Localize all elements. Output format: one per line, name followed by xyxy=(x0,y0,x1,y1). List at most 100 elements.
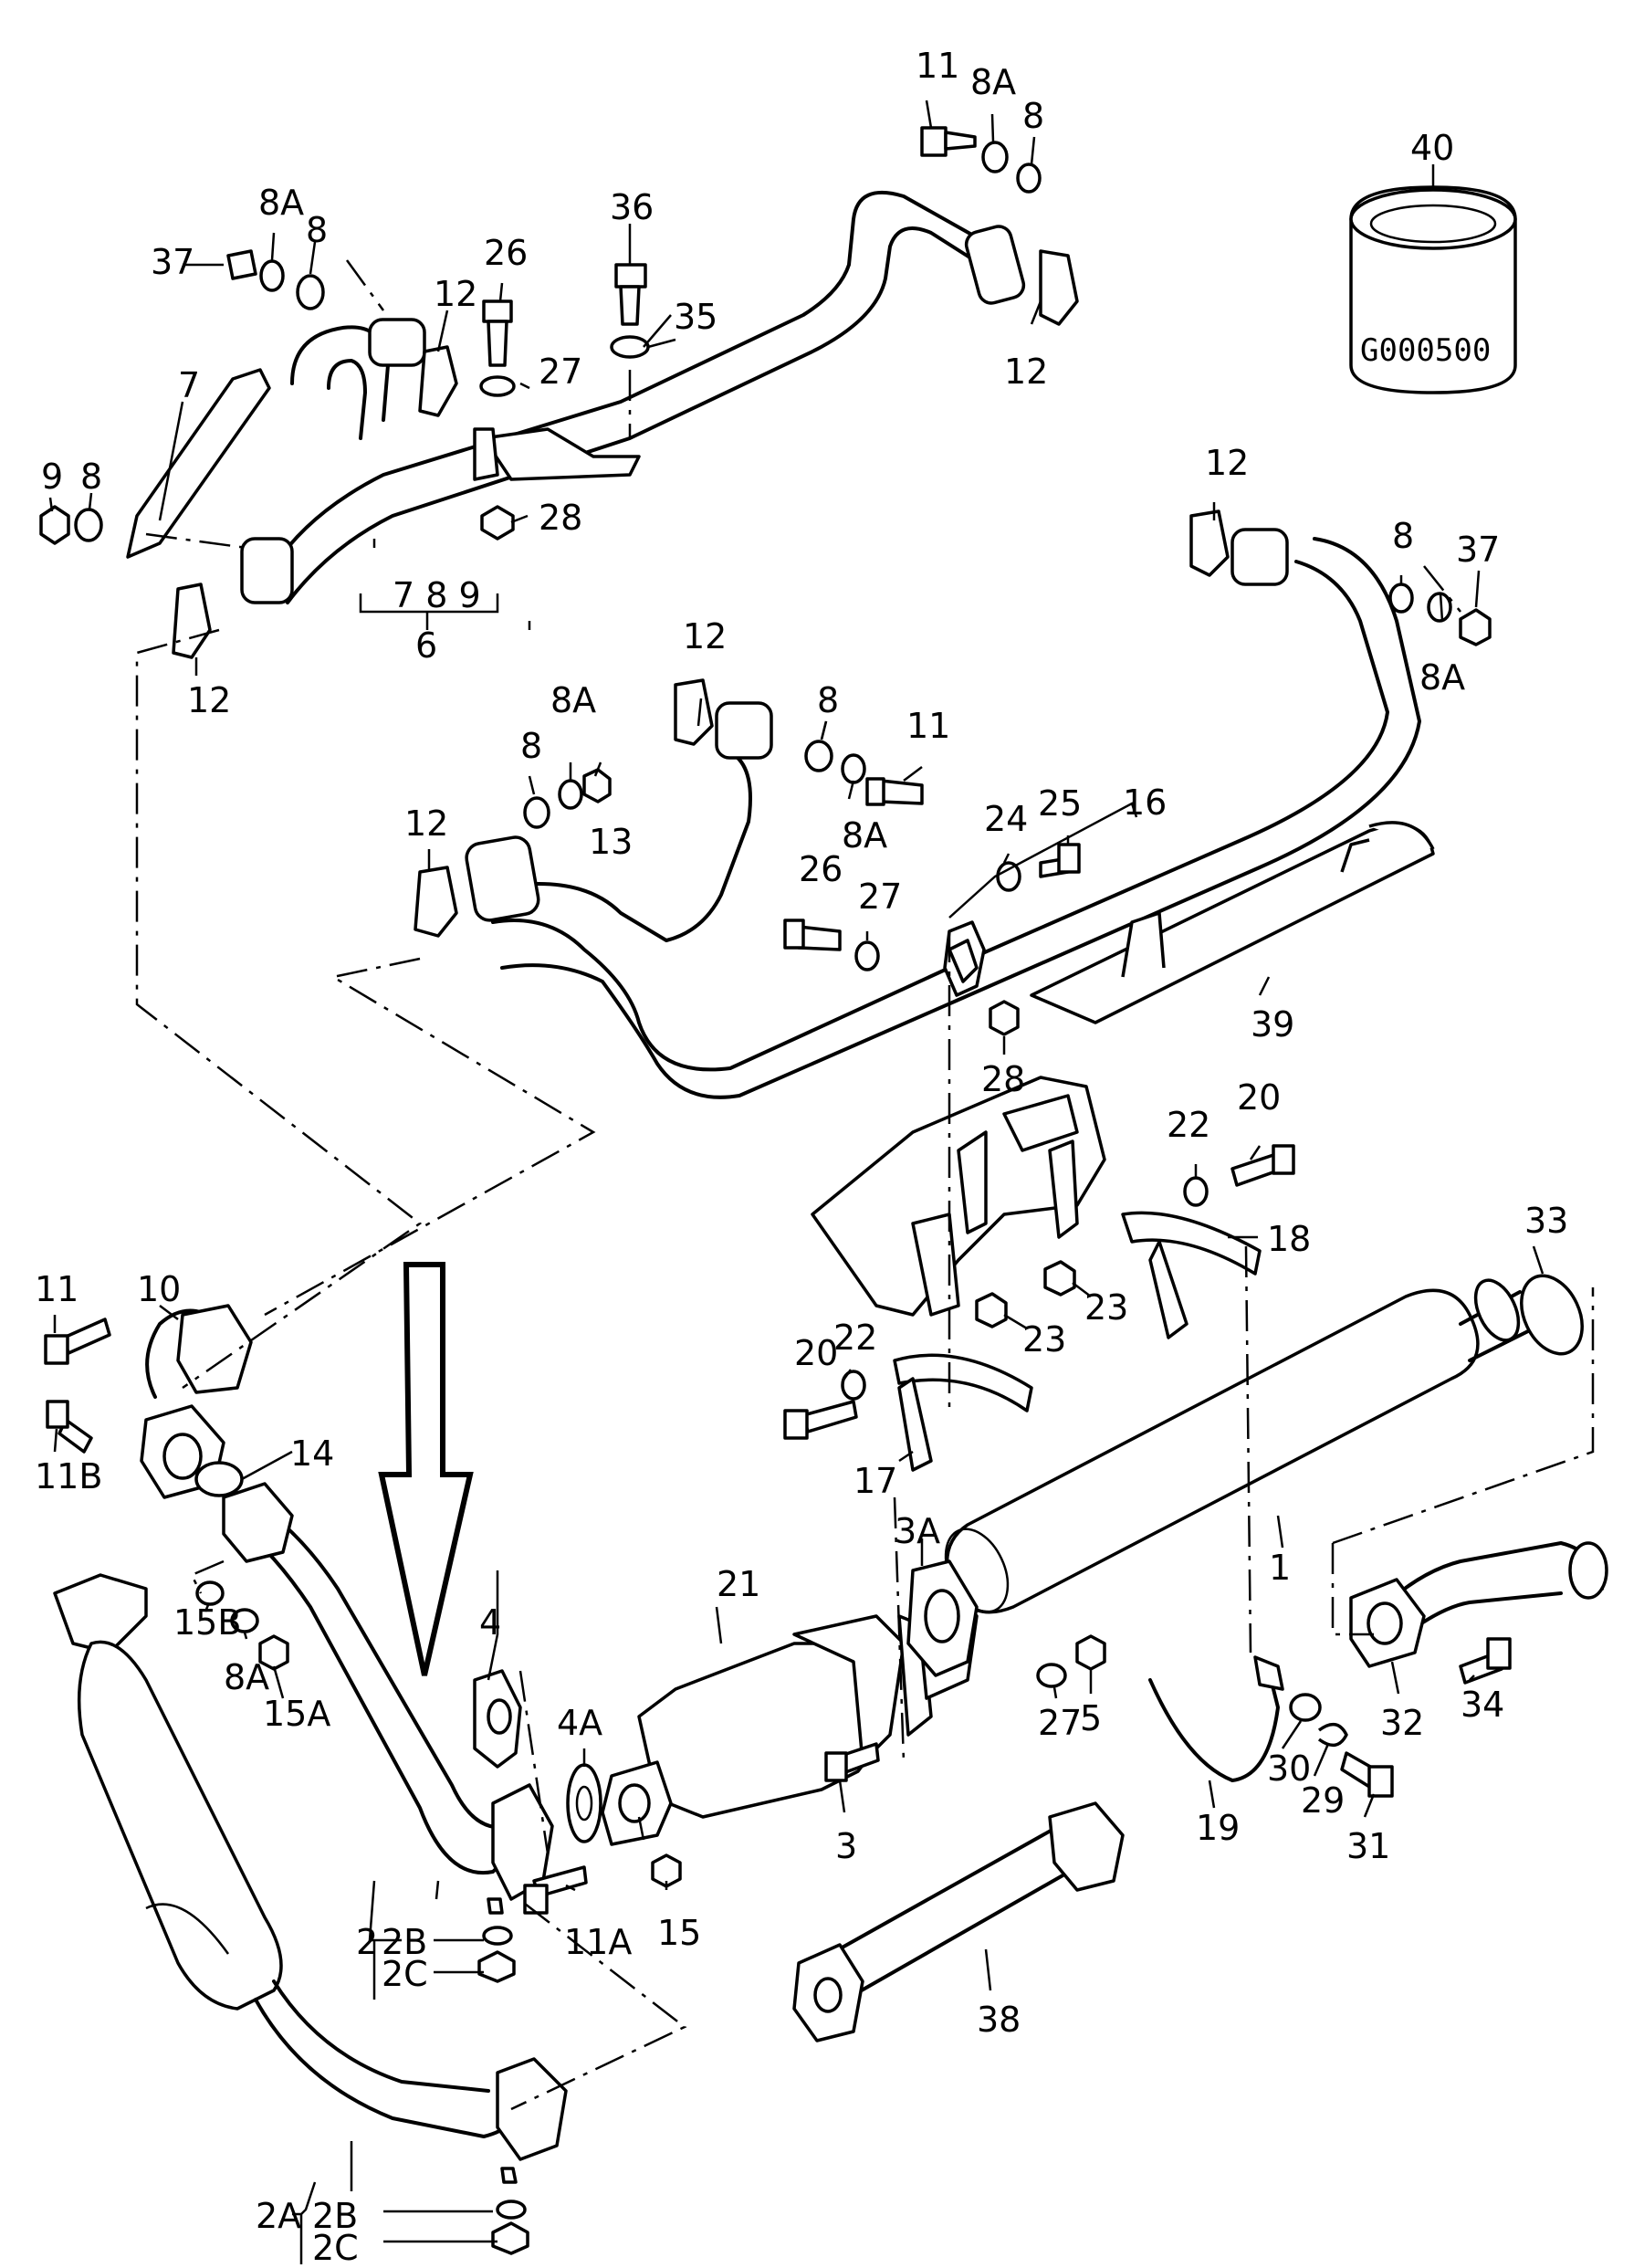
label-12: 12 xyxy=(1205,443,1249,483)
leader-lines xyxy=(48,100,1545,2264)
label-4: 4 xyxy=(479,1602,501,1643)
front-pipe-2 xyxy=(222,1482,554,1983)
flanges-middle xyxy=(473,1559,979,1888)
label-20: 20 xyxy=(1237,1077,1281,1118)
label-26: 26 xyxy=(484,233,528,273)
label-38: 38 xyxy=(977,2000,1021,2040)
label-32: 32 xyxy=(1380,1703,1424,1743)
label-34: 34 xyxy=(1461,1685,1504,1725)
label-12: 12 xyxy=(1004,352,1048,392)
heat-shield-39 xyxy=(1030,821,1435,1024)
label-9: 9 xyxy=(41,457,63,497)
label-15: 15 xyxy=(657,1913,701,1953)
label-11B: 11B xyxy=(35,1456,102,1496)
label-8: 8 xyxy=(80,457,102,497)
label-8A: 8A xyxy=(224,1657,269,1697)
label-8A: 8A xyxy=(970,62,1016,102)
label-1: 1 xyxy=(1269,1548,1291,1588)
label-39: 39 xyxy=(1251,1004,1294,1045)
clamp-19 xyxy=(1036,1634,1512,1798)
label-2C: 2C xyxy=(382,1954,428,1994)
label-7-8-9-group: 7 8 9 xyxy=(393,575,481,615)
label-3: 3 xyxy=(835,1826,857,1866)
label-13: 13 xyxy=(589,822,633,862)
front-exhaust-pipe-6 xyxy=(240,190,1026,604)
label-31: 31 xyxy=(1346,1826,1390,1866)
label-27: 27 xyxy=(1038,1703,1082,1743)
label-7: 7 xyxy=(178,365,200,405)
label-8: 8 xyxy=(1022,96,1044,136)
label-8: 8 xyxy=(520,726,542,766)
label-12: 12 xyxy=(404,803,448,844)
label-24: 24 xyxy=(984,799,1028,839)
label-15B: 15B xyxy=(173,1602,241,1643)
label-2C: 2C xyxy=(312,2228,359,2268)
label-11: 11 xyxy=(906,706,950,746)
mount-bracket-assembly xyxy=(811,1076,1262,1472)
label-37: 37 xyxy=(1456,530,1500,570)
label-18: 18 xyxy=(1267,1219,1311,1259)
label-5: 5 xyxy=(1080,1698,1102,1738)
label-3A: 3A xyxy=(895,1511,940,1551)
label-12: 12 xyxy=(434,274,477,314)
label-6: 6 xyxy=(415,625,437,666)
label-4A: 4A xyxy=(557,1703,602,1743)
label-8A: 8A xyxy=(842,815,887,856)
label-21: 21 xyxy=(717,1564,760,1604)
label-33: 33 xyxy=(1524,1201,1568,1241)
label-35: 35 xyxy=(674,297,717,337)
label-27: 27 xyxy=(539,352,582,392)
hardware-bracket xyxy=(783,1144,1295,1440)
label-8A: 8A xyxy=(550,680,596,720)
label-2B: 2B xyxy=(312,2196,358,2236)
label-40: 40 xyxy=(1410,128,1454,168)
label-2A: 2A xyxy=(256,2196,301,2236)
front-pipe-with-catalyst-2A xyxy=(53,1573,568,2255)
label-11: 11 xyxy=(916,46,959,86)
label-8: 8 xyxy=(306,210,328,250)
label-25: 25 xyxy=(1038,783,1082,824)
catalytic-converter-21 xyxy=(601,1591,979,1846)
label-8: 8 xyxy=(1392,516,1414,556)
label-36: 36 xyxy=(610,187,654,227)
label-8: 8 xyxy=(817,680,839,720)
bypass-pipe-38 xyxy=(792,1801,1125,2042)
canister-part-number: G000500 xyxy=(1360,332,1491,369)
direction-arrow xyxy=(378,1262,474,1676)
label-12: 12 xyxy=(187,680,231,720)
label-27: 27 xyxy=(858,877,902,917)
label-29: 29 xyxy=(1301,1780,1345,1821)
label-26: 26 xyxy=(799,849,843,889)
label-23: 23 xyxy=(1022,1319,1066,1360)
bracket-7 xyxy=(126,368,271,559)
label-16: 16 xyxy=(1123,782,1167,823)
filter-canister-40: G000500 xyxy=(1349,185,1517,394)
label-19: 19 xyxy=(1196,1808,1240,1848)
label-22: 22 xyxy=(833,1318,877,1358)
hardware-top xyxy=(39,126,1042,545)
label-14: 14 xyxy=(290,1433,334,1474)
label-28: 28 xyxy=(981,1059,1025,1099)
guide-lines xyxy=(135,259,1595,2111)
label-11A: 11A xyxy=(564,1922,632,1962)
label-23: 23 xyxy=(1084,1287,1128,1328)
label-15A: 15A xyxy=(263,1694,330,1734)
label-20: 20 xyxy=(794,1333,838,1373)
label-37: 37 xyxy=(151,242,194,282)
label-8A: 8A xyxy=(1419,657,1465,698)
label-17: 17 xyxy=(853,1461,897,1501)
label-11: 11 xyxy=(35,1269,79,1309)
tailpipe-32 xyxy=(1349,1541,1608,1668)
intermediate-pipe-16 xyxy=(414,509,1421,1099)
label-22: 22 xyxy=(1167,1105,1210,1145)
label-30: 30 xyxy=(1267,1748,1311,1789)
label-8A: 8A xyxy=(258,183,304,223)
label-28: 28 xyxy=(539,498,582,538)
label-2: 2 xyxy=(356,1922,378,1962)
flange-10 xyxy=(44,1304,588,1915)
gaskets-top xyxy=(172,249,1079,659)
label-10: 10 xyxy=(137,1269,181,1309)
part-labels: 11 8A 8 40 12 8A 8 37 36 26 35 27 12 7 9… xyxy=(35,46,1568,2268)
label-2B: 2B xyxy=(382,1922,427,1962)
